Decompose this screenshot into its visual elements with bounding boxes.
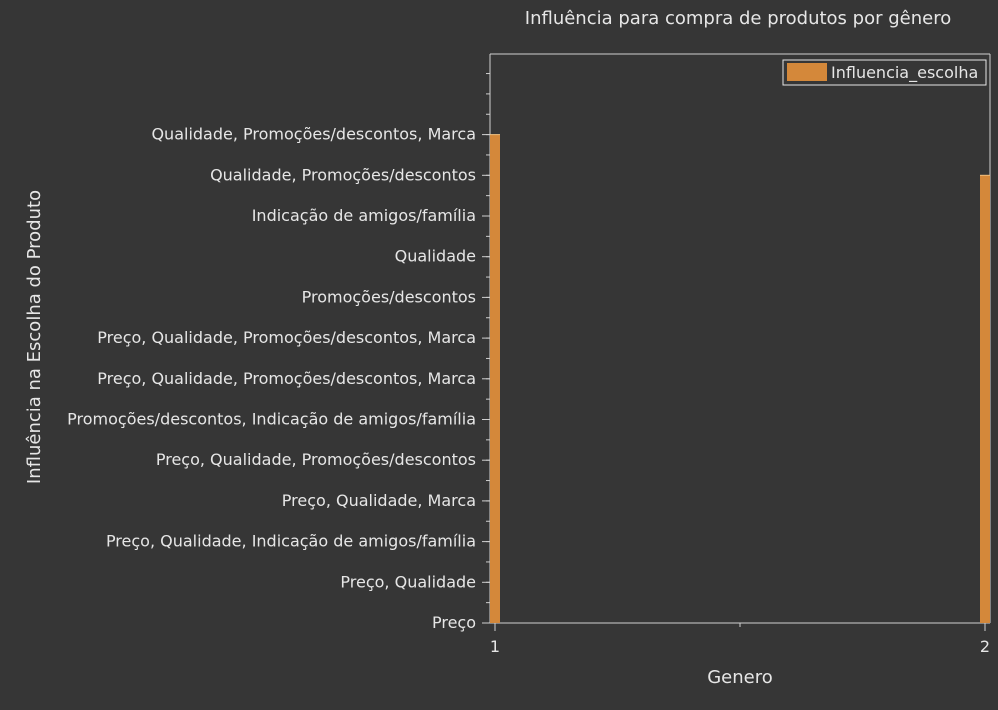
legend-swatch: [787, 63, 827, 81]
x-tick-label: 1: [490, 637, 500, 656]
y-tick-label: Preço: [432, 613, 476, 632]
y-tick-label: Preço, Qualidade: [340, 572, 476, 591]
bar: [490, 134, 500, 623]
y-axis-label: Influência na Escolha do Produto: [24, 190, 45, 484]
y-tick-label: Qualidade: [395, 247, 476, 266]
y-tick-label: Qualidade, Promoções/descontos: [210, 165, 476, 184]
y-tick-label: Preço, Qualidade, Indicação de amigos/fa…: [106, 532, 476, 551]
bar: [980, 175, 990, 624]
y-tick-label: Indicação de amigos/família: [252, 206, 476, 225]
y-tick-label: Preço, Qualidade, Promoções/descontos, M…: [97, 369, 476, 388]
y-tick-label: Preço, Qualidade, Promoções/descontos, M…: [97, 328, 476, 347]
plot-area: Preço Preço, Qualidade Preço, Qualidade, I…: [67, 53, 991, 656]
y-tick-label: Qualidade, Promoções/descontos, Marca: [151, 125, 476, 144]
legend: Influencia_escolha: [782, 59, 987, 86]
chart-title: Influência para compra de produtos por g…: [525, 8, 951, 29]
x-tick-label: 2: [980, 637, 990, 656]
y-tick-label: Preço, Qualidade, Promoções/descontos: [156, 450, 476, 469]
legend-box: [782, 59, 987, 86]
y-tick-label: Promoções/descontos: [302, 287, 476, 306]
legend-label: Influencia_escolha: [831, 63, 978, 83]
x-axis-label: Genero: [707, 667, 773, 688]
y-tick-label: Promoções/descontos, Indicação de amigos…: [67, 410, 476, 429]
y-tick-label: Preço, Qualidade, Marca: [282, 491, 476, 510]
